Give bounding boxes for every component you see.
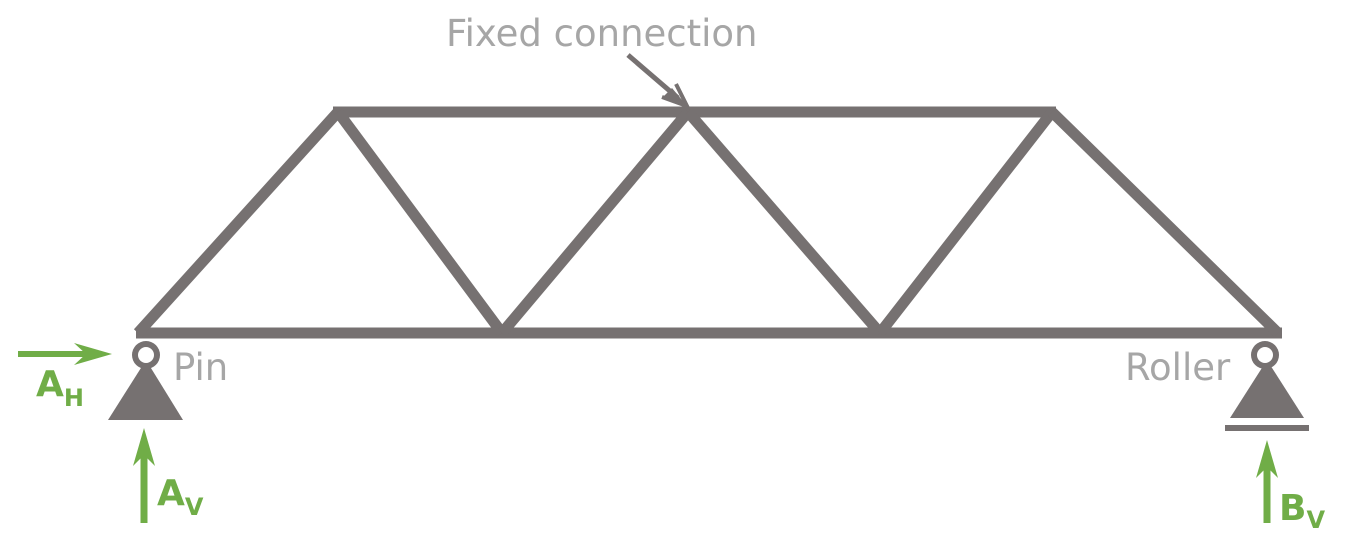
annotation-arrow-icon [626,53,692,110]
reaction-bv-label: BV [1279,488,1325,534]
pin-label: Pin [173,346,228,389]
truss-members [133,106,1282,339]
roller-support-icon [1225,341,1309,431]
reaction-bv-main: B [1279,488,1306,529]
left-end-diagonal [133,108,343,337]
reaction-av-sub: V [185,493,204,521]
fixed-connection-label: Fixed connection [446,12,758,55]
reaction-ah-arrow-icon [18,343,112,365]
web-diagonal-3 [683,108,885,337]
web-diagonal-2 [497,108,693,337]
web-diagonal-1 [333,108,507,337]
pin-support-icon [108,341,183,420]
right-end-diagonal [1048,108,1282,337]
roller-label: Roller [1125,346,1231,389]
reaction-ah-main: A [36,364,64,405]
reaction-av-main: A [157,473,185,514]
web-diagonal-4 [875,108,1057,337]
reaction-ah-sub: H [64,384,84,412]
reaction-ah-label: AH [36,364,84,412]
reaction-bv-sub: V [1306,506,1325,534]
reaction-bv-arrow-icon [1256,440,1278,523]
reaction-av-arrow-icon [133,428,155,523]
reaction-av-label: AV [157,473,204,521]
